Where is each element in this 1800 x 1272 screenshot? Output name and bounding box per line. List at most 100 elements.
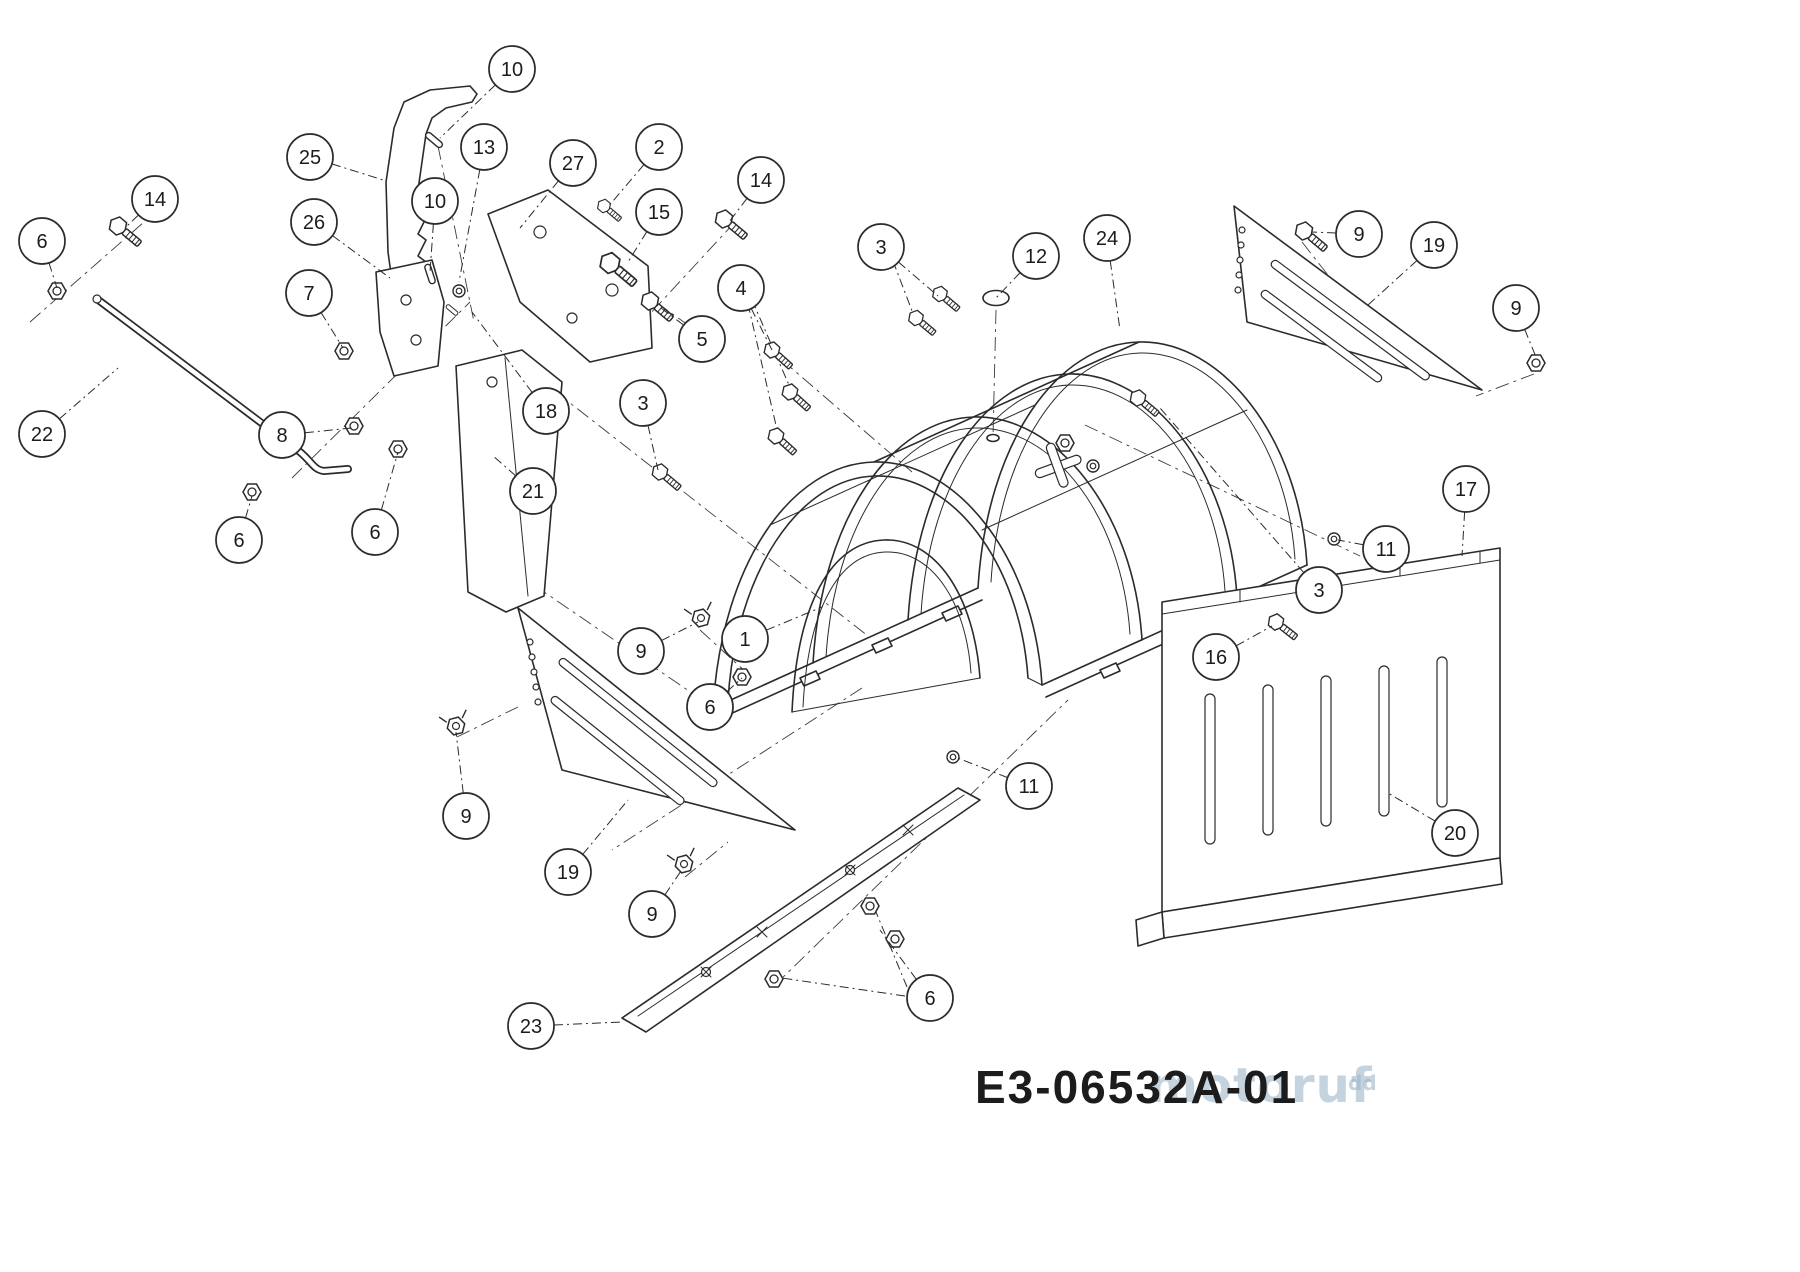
callout-leader — [664, 867, 684, 896]
callout-24: 24 — [1083, 214, 1131, 331]
housing-rib — [907, 373, 1238, 621]
housing-shoulder-line — [981, 409, 1248, 531]
callout-5: 5 — [656, 304, 726, 363]
panel-left-flange — [1135, 911, 1165, 947]
hex-nut — [764, 970, 784, 988]
callout-balloon — [737, 156, 785, 204]
callout-balloon — [442, 792, 490, 840]
callout-balloon — [721, 615, 769, 663]
callout-balloon — [635, 188, 683, 236]
callout-balloon — [522, 387, 570, 435]
housing-front-arch — [712, 461, 1043, 709]
callout-3: 3 — [857, 223, 939, 297]
callout-number: 27 — [562, 153, 584, 175]
callout-balloon — [619, 379, 667, 427]
callout-8: 8 — [258, 411, 353, 459]
callout-15: 15 — [627, 188, 683, 263]
callout-balloon — [635, 123, 683, 171]
callout-balloon — [1192, 633, 1240, 681]
callout-balloon — [351, 508, 399, 556]
callout-leader — [439, 84, 496, 139]
callout-number: 6 — [704, 697, 715, 719]
callout-leader — [892, 260, 915, 317]
hex-nut — [344, 417, 364, 435]
callout-3: 3 — [1159, 407, 1343, 614]
callout-leader — [751, 299, 793, 393]
callout-number: 14 — [144, 189, 166, 211]
hex-bolt — [905, 307, 940, 340]
callout-balloon — [717, 264, 765, 312]
callout-9: 9 — [1492, 284, 1540, 358]
callout-14: 14 — [728, 156, 785, 223]
strip-screw-mark — [844, 864, 856, 876]
callout-26: 26 — [290, 198, 391, 279]
callout-balloon — [1295, 566, 1343, 614]
gusset-hole — [528, 653, 536, 661]
callout-number: 8 — [276, 425, 287, 447]
callout-leader — [1109, 260, 1121, 331]
callout-leader — [1159, 407, 1305, 574]
callout-23: 23 — [507, 1002, 623, 1050]
housing-back-arch-inner — [990, 352, 1296, 583]
hex-nut — [732, 668, 752, 686]
callout-11: 11 — [954, 756, 1053, 810]
callout-balloon — [1012, 232, 1060, 280]
callout-10: 10 — [439, 45, 536, 139]
callout-number: 11 — [1019, 776, 1040, 798]
panel-slot — [1262, 684, 1274, 836]
callout-leader — [781, 977, 906, 997]
callout-19: 19 — [544, 799, 629, 896]
callout-number: 7 — [303, 283, 314, 305]
panel-slot — [1378, 665, 1390, 817]
callout-20: 20 — [1387, 792, 1479, 857]
callout-leader — [458, 169, 481, 283]
callout-balloon — [488, 45, 536, 93]
callout-21: 21 — [491, 454, 557, 515]
callout-number: 5 — [696, 329, 707, 351]
callout-leader — [245, 495, 253, 519]
callout-leader — [747, 303, 779, 435]
axis-line — [1475, 373, 1535, 397]
plate-hole — [605, 283, 619, 297]
callout-leader — [1311, 231, 1337, 234]
carriage-bolt — [764, 424, 801, 459]
panel-slot — [1436, 656, 1448, 808]
callout-22: 22 — [18, 367, 119, 458]
handle-slot — [1045, 442, 1069, 488]
gusset-plate-left — [517, 607, 796, 831]
strip-screw-mark — [700, 966, 712, 978]
callout-balloon — [509, 467, 557, 515]
callout-leader — [1461, 511, 1466, 557]
callout-9: 9 — [442, 731, 490, 840]
hex-nut — [334, 342, 354, 360]
gusset-hole — [1235, 271, 1243, 279]
callout-leader — [455, 731, 464, 794]
callout-18: 18 — [471, 311, 570, 435]
callout-leader — [879, 929, 917, 980]
flange-bolt — [1291, 218, 1332, 256]
callout-balloon — [18, 410, 66, 458]
axis-line — [774, 699, 1069, 986]
callout-number: 26 — [303, 212, 325, 234]
callout-balloon — [507, 1002, 555, 1050]
panel-slot — [1204, 693, 1216, 845]
callout-balloon — [290, 198, 338, 246]
callout-number: 9 — [1353, 224, 1364, 246]
callout-balloon — [215, 516, 263, 564]
pin — [423, 130, 445, 150]
callout-4: 4 — [717, 264, 773, 351]
callout-2: 2 — [606, 123, 683, 209]
callout-balloon — [678, 315, 726, 363]
callout-leader — [582, 799, 629, 855]
housing-back-arch — [977, 341, 1308, 589]
cap-seat — [986, 433, 1000, 443]
gusset-slot — [1270, 259, 1430, 381]
callout-6: 6 — [215, 495, 263, 564]
callout-leader — [627, 231, 648, 263]
callout-3: 3 — [619, 379, 667, 471]
screw — [594, 196, 625, 225]
callout-number: 13 — [473, 137, 495, 159]
callout-leader — [750, 308, 773, 351]
callout-11: 11 — [1337, 525, 1410, 573]
